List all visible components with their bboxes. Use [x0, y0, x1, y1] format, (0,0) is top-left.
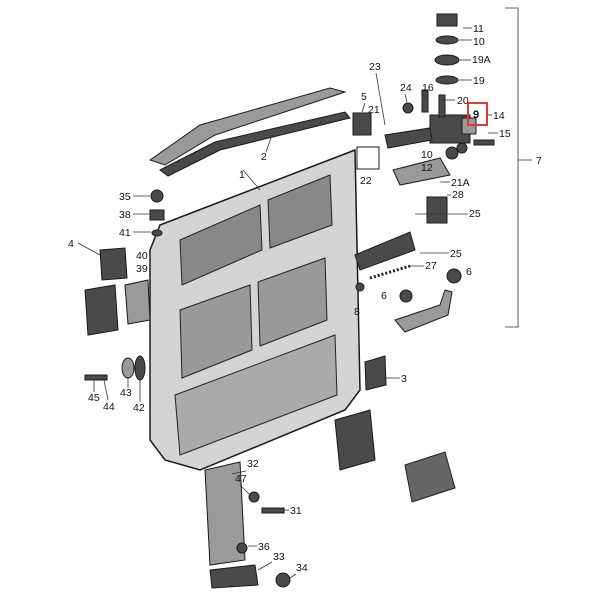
callout-33: 33 [273, 551, 285, 563]
callout-20: 20 [457, 95, 469, 107]
callout-25a: 25 [469, 208, 481, 220]
roller-part-33 [209, 564, 259, 589]
leader-lines [77, 27, 498, 579]
callout-16: 16 [422, 82, 434, 94]
hinge-part-39 [124, 279, 151, 325]
callout-10b: 10 [421, 149, 433, 161]
roller-part-34 [275, 572, 291, 588]
callout-44: 44 [103, 401, 115, 413]
washer-part-19 [435, 75, 459, 85]
group-bracket [505, 7, 519, 328]
callout-25b: 25 [450, 248, 462, 260]
lever-part-21a [392, 157, 451, 186]
pin-part-16 [421, 89, 429, 113]
callout-14: 14 [493, 110, 505, 122]
callout-5: 5 [361, 91, 367, 103]
callout-32: 32 [247, 458, 259, 470]
callout-47: 47 [235, 473, 247, 485]
washer-part-12 [445, 146, 459, 160]
bushing-part-6a [446, 268, 462, 284]
door-window-part [179, 204, 263, 286]
handle-part [394, 289, 453, 333]
washer-part-41 [151, 229, 163, 237]
callout-15: 15 [499, 128, 511, 140]
callout-22: 22 [360, 175, 372, 187]
nut-part-47 [248, 491, 260, 503]
seal-strip-part [159, 111, 351, 177]
nut-part-36 [236, 542, 248, 554]
callout-27: 27 [425, 260, 437, 272]
latch-cap-part [436, 13, 458, 27]
bracket-part-5 [352, 112, 372, 136]
bushing-part-6b [399, 289, 413, 303]
callout-38: 38 [119, 209, 131, 221]
bolt-part-8 [355, 282, 365, 292]
pin-part-20 [438, 94, 446, 118]
callout-10a: 10 [473, 36, 485, 48]
lock-plate-part [334, 409, 376, 471]
door-lower-panel-part [174, 334, 338, 456]
callout-21: 21 [368, 104, 380, 116]
door-window-part-2 [267, 174, 333, 249]
callout-45: 45 [88, 392, 100, 404]
callout-28: 28 [452, 189, 464, 201]
lock-part-3 [364, 355, 387, 391]
callout-24: 24 [400, 82, 412, 94]
plate-part-42 [134, 355, 146, 381]
bolt-part-15 [473, 139, 495, 146]
handle-cover-part [404, 451, 456, 503]
callout-12: 12 [421, 162, 433, 174]
hinge-block-part [84, 284, 119, 336]
callout-4: 4 [68, 238, 74, 250]
door-panel-part-2 [257, 257, 328, 347]
clip-part-22 [356, 146, 380, 170]
top-rail-part [148, 87, 347, 166]
callout-43: 43 [120, 387, 132, 399]
callout-7: 7 [536, 155, 542, 167]
callout-8: 8 [354, 306, 360, 318]
callout-2: 2 [261, 151, 267, 163]
callout-6b: 6 [381, 290, 387, 302]
washer-part-10b [456, 142, 468, 154]
hinge-part-32 [204, 461, 246, 566]
washer-part-10 [435, 35, 459, 45]
callout-1: 1 [239, 169, 245, 181]
door-panel-part [179, 284, 253, 379]
callout-19a: 19A [472, 54, 491, 66]
link-part-25 [354, 231, 416, 271]
callout-41: 41 [119, 227, 131, 239]
callout-31: 31 [290, 505, 302, 517]
callout-9: 9 [473, 109, 479, 121]
bolt-part-31 [261, 507, 285, 514]
callout-40: 40 [136, 250, 148, 262]
callout-3: 3 [401, 373, 407, 385]
hinge-part-4 [99, 247, 128, 281]
arm-part-21 [384, 127, 433, 149]
washer-part-43 [121, 357, 135, 379]
guide-part-28 [426, 196, 448, 224]
callout-39: 39 [136, 263, 148, 275]
callout-21a: 21A [451, 177, 470, 189]
spring-part-27 [369, 264, 411, 280]
highlight-box [467, 102, 488, 126]
callout-23: 23 [369, 61, 381, 73]
callout-34: 34 [296, 562, 308, 574]
callout-19: 19 [473, 75, 485, 87]
washer-part-19a [434, 54, 460, 66]
bolt-part-44 [84, 374, 108, 381]
callout-36: 36 [258, 541, 270, 553]
nut-part-24 [402, 102, 414, 114]
callout-11: 11 [473, 23, 484, 35]
nut-part-35 [150, 189, 164, 203]
bolt-part-38 [149, 209, 165, 221]
callout-42: 42 [133, 402, 145, 414]
callout-35: 35 [119, 191, 131, 203]
callout-6a: 6 [466, 266, 472, 278]
